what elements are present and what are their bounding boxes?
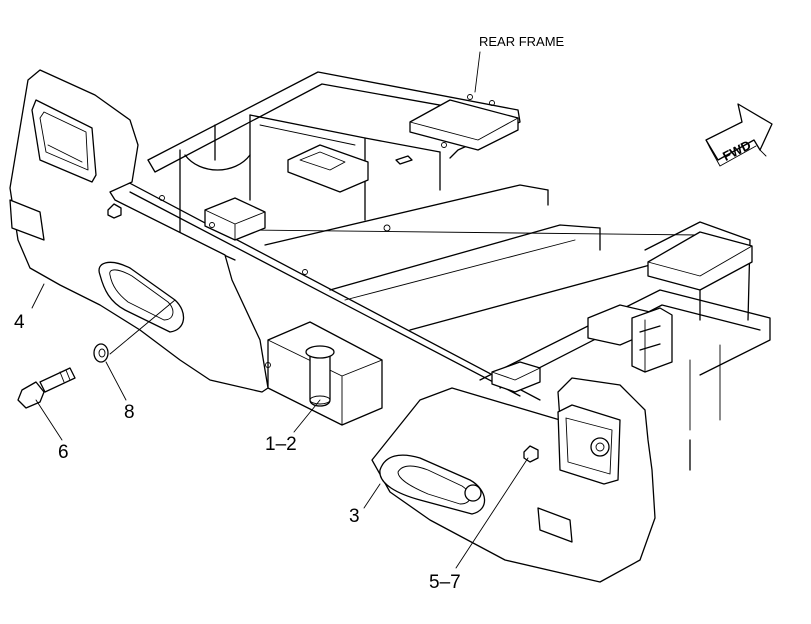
forward-direction-arrow-icon bbox=[705, 103, 773, 167]
callout-part-6: 6 bbox=[58, 442, 69, 463]
callout-part-8: 8 bbox=[124, 402, 135, 423]
leader-lines bbox=[31, 51, 529, 569]
callout-part-4: 4 bbox=[14, 312, 25, 333]
bolt-part-6 bbox=[17, 367, 76, 409]
left-side-plate-part-4 bbox=[9, 69, 308, 393]
washer-part-8 bbox=[93, 343, 109, 363]
rear-frame bbox=[119, 71, 771, 471]
callout-rear-frame: REAR FRAME bbox=[479, 34, 565, 49]
callout-part-3: 3 bbox=[349, 506, 360, 527]
callout-part-1-2: 1–2 bbox=[265, 434, 297, 455]
pin-part-1-2 bbox=[305, 345, 335, 407]
callout-part-5-7: 5–7 bbox=[429, 572, 461, 593]
